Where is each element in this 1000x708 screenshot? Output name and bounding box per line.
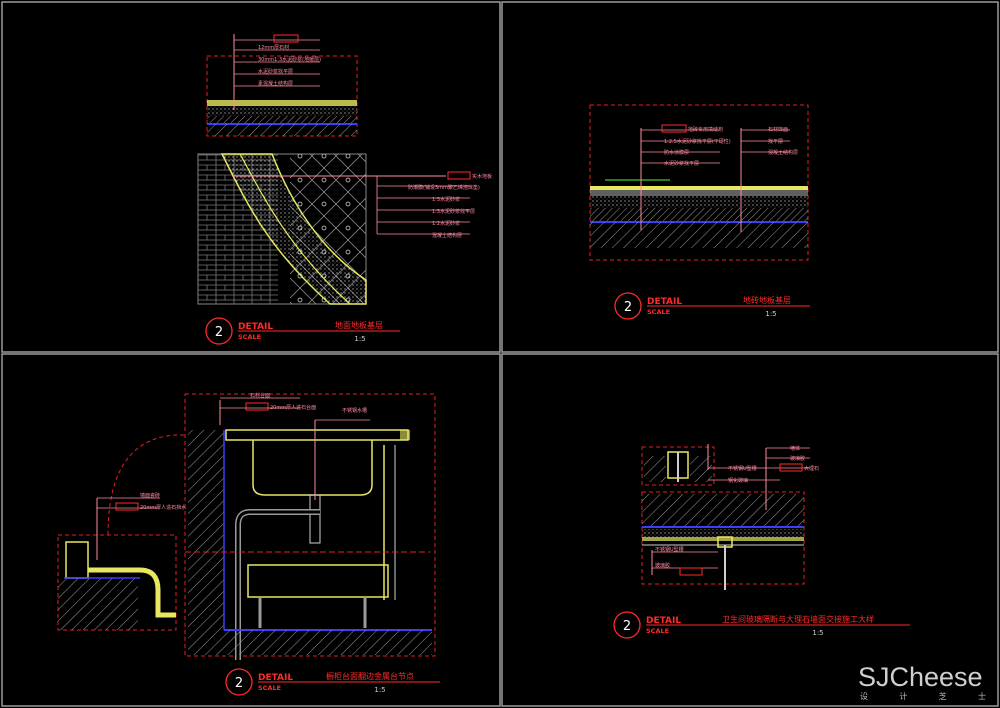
panel-2-note-2: 防水涂膜层 [664, 149, 689, 156]
panel-2-title: 地砖地板基层 [743, 295, 791, 305]
panel-4-title: 卫生间玻璃隔断与大理石墙面交接施工大样 [722, 614, 874, 624]
watermark-sub-char: 设 [860, 692, 868, 701]
panel-2-scale: 1:5 [765, 310, 776, 318]
panel-3-note-0: 石材台面 [250, 392, 270, 399]
panel-2-note-0: 地砖专用填缝剂 [688, 126, 723, 133]
panel-1-scale-label: SCALE [238, 333, 261, 341]
panel-3-note-2: 不锈钢水槽 [342, 407, 367, 414]
panel-3-detail-bubble [225, 668, 253, 696]
watermark-brand: SJCheese [858, 662, 983, 692]
panel-2-right-note-2: 混凝土结构层 [768, 149, 798, 156]
panel-1-note-1: 12mm厚石材 [258, 44, 289, 51]
panel-4-note-1: 玻璃胶 [790, 455, 805, 462]
panel-4-note-0: 墙体 [790, 445, 800, 452]
panel-2-detail-label: DETAIL [647, 297, 682, 307]
panel-4-note-3: 不锈钢U型槽 [728, 465, 757, 472]
panel-1-detail-bubble [205, 317, 233, 345]
panel-4-note-2: 大理石 [804, 465, 819, 472]
panel-4-detail-label: DETAIL [646, 616, 681, 626]
panel-2-detail-bubble [614, 292, 642, 320]
panel-1-lower-note-5: 混凝土结构层 [432, 232, 462, 239]
panel-4-scale: 1:5 [812, 629, 823, 637]
panel-3-scale-label: SCALE [258, 684, 281, 692]
panel-1-scale: 1:5 [354, 335, 365, 343]
panel-2-tile-floor-detail: 地砖专用填缝剂 1:2.5水泥砂浆找平层(干硬性) 防水涂膜层 水泥砂浆找平层 … [589, 104, 810, 320]
panel-1-note-4: 素混凝土结构层 [258, 80, 293, 87]
panel-4-scale-label: SCALE [646, 627, 669, 635]
panel-1-detail-label: DETAIL [238, 322, 273, 332]
panel-1-detail-number: 2 [215, 325, 223, 340]
panel-frame-bottom-left [1, 353, 501, 707]
panel-1-note-3: 水泥砂浆找平层 [258, 68, 293, 75]
panel-3-note-1: 20mm厚人造石台面 [270, 404, 316, 411]
panel-2-scale-label: SCALE [647, 308, 670, 316]
panel-3-cabinet-countertop-detail: 石材台面 20mm厚人造石台面 不锈钢水槽 墙面瓷砖 20mm厚人造石挡水 2 … [57, 392, 440, 696]
panel-frame-bottom-right [501, 353, 999, 707]
panel-1-lower-note-0: 实木地板 [472, 173, 492, 180]
panel-3-title: 橱柜台面翻边金属台节点 [326, 671, 414, 681]
panel-2-right-note-0: 石材饰面 [768, 126, 788, 133]
panel-3-side-note-0: 墙面瓷砖 [140, 492, 160, 499]
watermark-sub-char: 士 [977, 692, 986, 701]
panel-3-side-note-1: 20mm厚人造石挡水 [140, 504, 186, 511]
panel-4-lower-note-0: 不锈钢U型槽 [655, 546, 684, 553]
panel-3-detail-label: DETAIL [258, 673, 293, 683]
panel-2-note-1: 1:2.5水泥砂浆找平层(干硬性) [664, 138, 731, 145]
panel-4-detail-bubble [613, 611, 641, 639]
panel-1-title: 地面地板基层 [335, 320, 383, 330]
panel-2-note-3: 水泥砂浆找平层 [664, 160, 699, 167]
watermark-sub-char: 芝 [938, 692, 947, 701]
panel-1-tag [273, 34, 299, 43]
panel-2-dashed-box [589, 104, 809, 261]
panel-2-detail-number: 2 [624, 300, 632, 315]
watermark-sub-char: 计 [899, 692, 908, 701]
panel-1-lower-note-3: 1:3水泥砂浆找平层 [432, 208, 475, 215]
panel-frame-top-right [501, 1, 999, 353]
panel-4-glass-partition-detail: 墙体 玻璃胶 大理石 不锈钢U型槽 钢化玻璃 不锈钢U型槽 玻璃胶 2 DETA… [613, 444, 910, 639]
panel-4-note-4: 钢化玻璃 [728, 477, 748, 484]
watermark-logo: SJCheese 设 计 芝 士 [858, 662, 990, 702]
panel-1-note-2: 30mm1:3水泥砂浆(地暖层) [258, 56, 321, 63]
watermark-subtitle: 设 计 芝 士 [860, 691, 986, 702]
panel-3-scale: 1:5 [374, 686, 385, 694]
panel-4-detail-number: 2 [623, 619, 631, 634]
panel-2-right-note-1: 找平层 [768, 138, 783, 145]
panel-4-lower-note-1: 玻璃胶 [655, 562, 670, 569]
panel-1-floor-detail: 12mm厚石材 30mm1:3水泥砂浆(地暖层) 水泥砂浆找平层 素混凝土结构层… [197, 34, 492, 345]
panel-1-lower-note-2: 1:3水泥砂浆 [432, 196, 460, 203]
panel-frame-top-left [1, 1, 501, 353]
panel-4-upper-box [641, 446, 715, 486]
panel-3-dashed-box [184, 393, 436, 657]
panel-1-lower-note-4: 1:2水泥砂浆 [432, 220, 460, 227]
panel-1-lower-note-1: 防潮膜(铺设3mm聚乙烯泡沫垫) [408, 184, 480, 191]
panel-3-detail-number: 2 [235, 676, 243, 691]
